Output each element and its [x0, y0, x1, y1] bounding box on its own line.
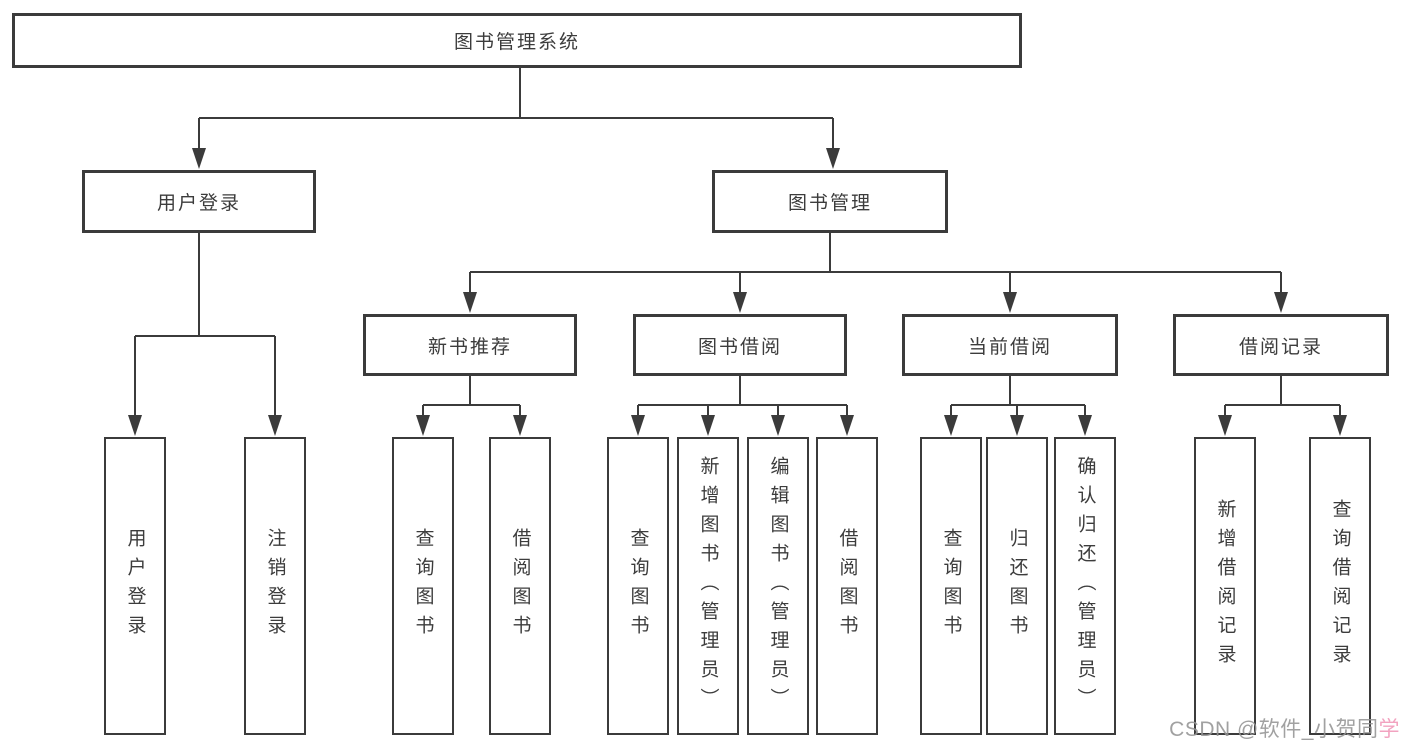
leaf-edit-books-admin: 编辑图书（管理员）: [747, 437, 809, 735]
node-book-management-label: 图书管理: [787, 193, 872, 214]
node-book-borrowing: 图书借阅: [633, 314, 847, 376]
csdn-watermark: CSDN @软件_小贺同学: [1169, 713, 1400, 743]
csdn-watermark-gray: CSDN @软件_小贺同: [1169, 718, 1379, 741]
arrowheads: [128, 148, 1347, 436]
csdn-watermark-pink: 学: [1378, 718, 1400, 741]
node-current-borrowing-label: 当前借阅: [967, 336, 1052, 358]
leaf-query-books-recommend-label: 查询图书: [412, 528, 434, 644]
leaf-borrow-books-borrowing-label: 借阅图书: [836, 528, 858, 644]
leaf-logout: 注销登录: [244, 437, 306, 735]
leaf-return-books-label: 归还图书: [1006, 528, 1028, 644]
node-root: 图书管理系统: [12, 13, 1022, 68]
leaf-query-borrow-record-label: 查询借阅记录: [1329, 499, 1351, 673]
leaf-edit-books-admin-label: 编辑图书（管理员）: [767, 455, 789, 717]
leaf-user-login: 用户登录: [104, 437, 166, 735]
leaf-add-borrow-record: 新增借阅记录: [1194, 437, 1256, 735]
leaf-query-books-borrowing: 查询图书: [607, 437, 669, 735]
leaf-borrow-books-recommend-label: 借阅图书: [509, 528, 531, 644]
node-user-login-label: 用户登录: [156, 193, 241, 214]
leaf-add-books-admin: 新增图书（管理员）: [677, 437, 739, 735]
node-borrowing-records: 借阅记录: [1173, 314, 1389, 376]
node-book-management: 图书管理: [712, 170, 948, 233]
leaf-query-books-borrowing-label: 查询图书: [627, 528, 649, 644]
node-new-book-recommend: 新书推荐: [363, 314, 577, 376]
leaf-confirm-return-admin-label: 确认归还（管理员）: [1074, 455, 1096, 717]
node-book-borrowing-label: 图书借阅: [697, 336, 782, 358]
node-new-book-recommend-label: 新书推荐: [427, 336, 512, 358]
leaf-logout-label: 注销登录: [264, 528, 286, 644]
leaf-borrow-books-borrowing: 借阅图书: [816, 437, 878, 735]
leaf-query-books-current: 查询图书: [920, 437, 982, 735]
node-current-borrowing: 当前借阅: [902, 314, 1118, 376]
leaf-borrow-books-recommend: 借阅图书: [489, 437, 551, 735]
leaf-query-books-recommend: 查询图书: [392, 437, 454, 735]
leaf-query-borrow-record: 查询借阅记录: [1309, 437, 1371, 735]
node-user-login: 用户登录: [82, 170, 316, 233]
leaf-return-books: 归还图书: [986, 437, 1048, 735]
leaf-query-books-current-label: 查询图书: [940, 528, 962, 644]
leaf-add-borrow-record-label: 新增借阅记录: [1214, 499, 1236, 673]
leaf-user-login-label: 用户登录: [124, 528, 146, 644]
tree-edges: [134, 68, 1341, 415]
node-root-label: 图书管理系统: [453, 32, 580, 53]
leaf-add-books-admin-label: 新增图书（管理员）: [697, 455, 719, 717]
node-borrowing-records-label: 借阅记录: [1238, 336, 1323, 358]
leaf-confirm-return-admin: 确认归还（管理员）: [1054, 437, 1116, 735]
